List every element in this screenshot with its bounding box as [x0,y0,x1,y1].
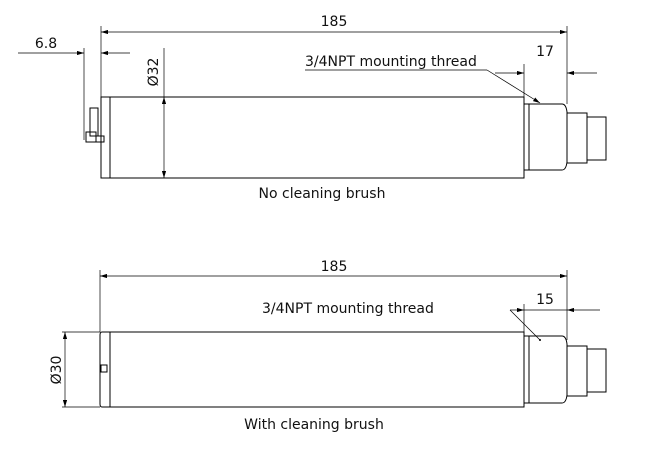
connector-tip [586,348,607,393]
thread-label: 3/4NPT mounting thread [305,54,477,70]
caption-no-brush: No cleaning brush [259,186,386,202]
offset-dimension-label: 6.8 [35,36,57,52]
thread-label: 3/4NPT mounting thread [262,301,434,317]
brush-slot [100,364,108,373]
connector-tip [586,116,607,161]
diameter-label: Ø32 [146,58,162,87]
thread-length-label: 15 [536,292,554,308]
caption-with-brush: With cleaning brush [244,417,384,433]
length-dimension-label: 185 [321,14,348,30]
thread-leader-arrow [486,69,541,104]
connector [566,112,588,164]
mounting-nut [523,103,568,171]
sensor-body [100,96,525,179]
mounting-nut [523,335,568,404]
sensor-body [99,331,525,408]
diameter-label: Ø30 [49,356,65,385]
bottom-view-with-brush: 185 Ø30 3/4NPT mounting thread 15 With c… [49,259,607,433]
leader-dot [539,339,541,341]
wiper-clip [85,107,105,143]
connector [566,345,588,397]
thread-leader [509,309,541,341]
length-dimension-label: 185 [321,259,348,275]
thread-length-label: 17 [536,44,554,60]
top-view-no-brush: 185 6.8 Ø32 3/4NPT mounting thread 17 No… [18,14,607,202]
